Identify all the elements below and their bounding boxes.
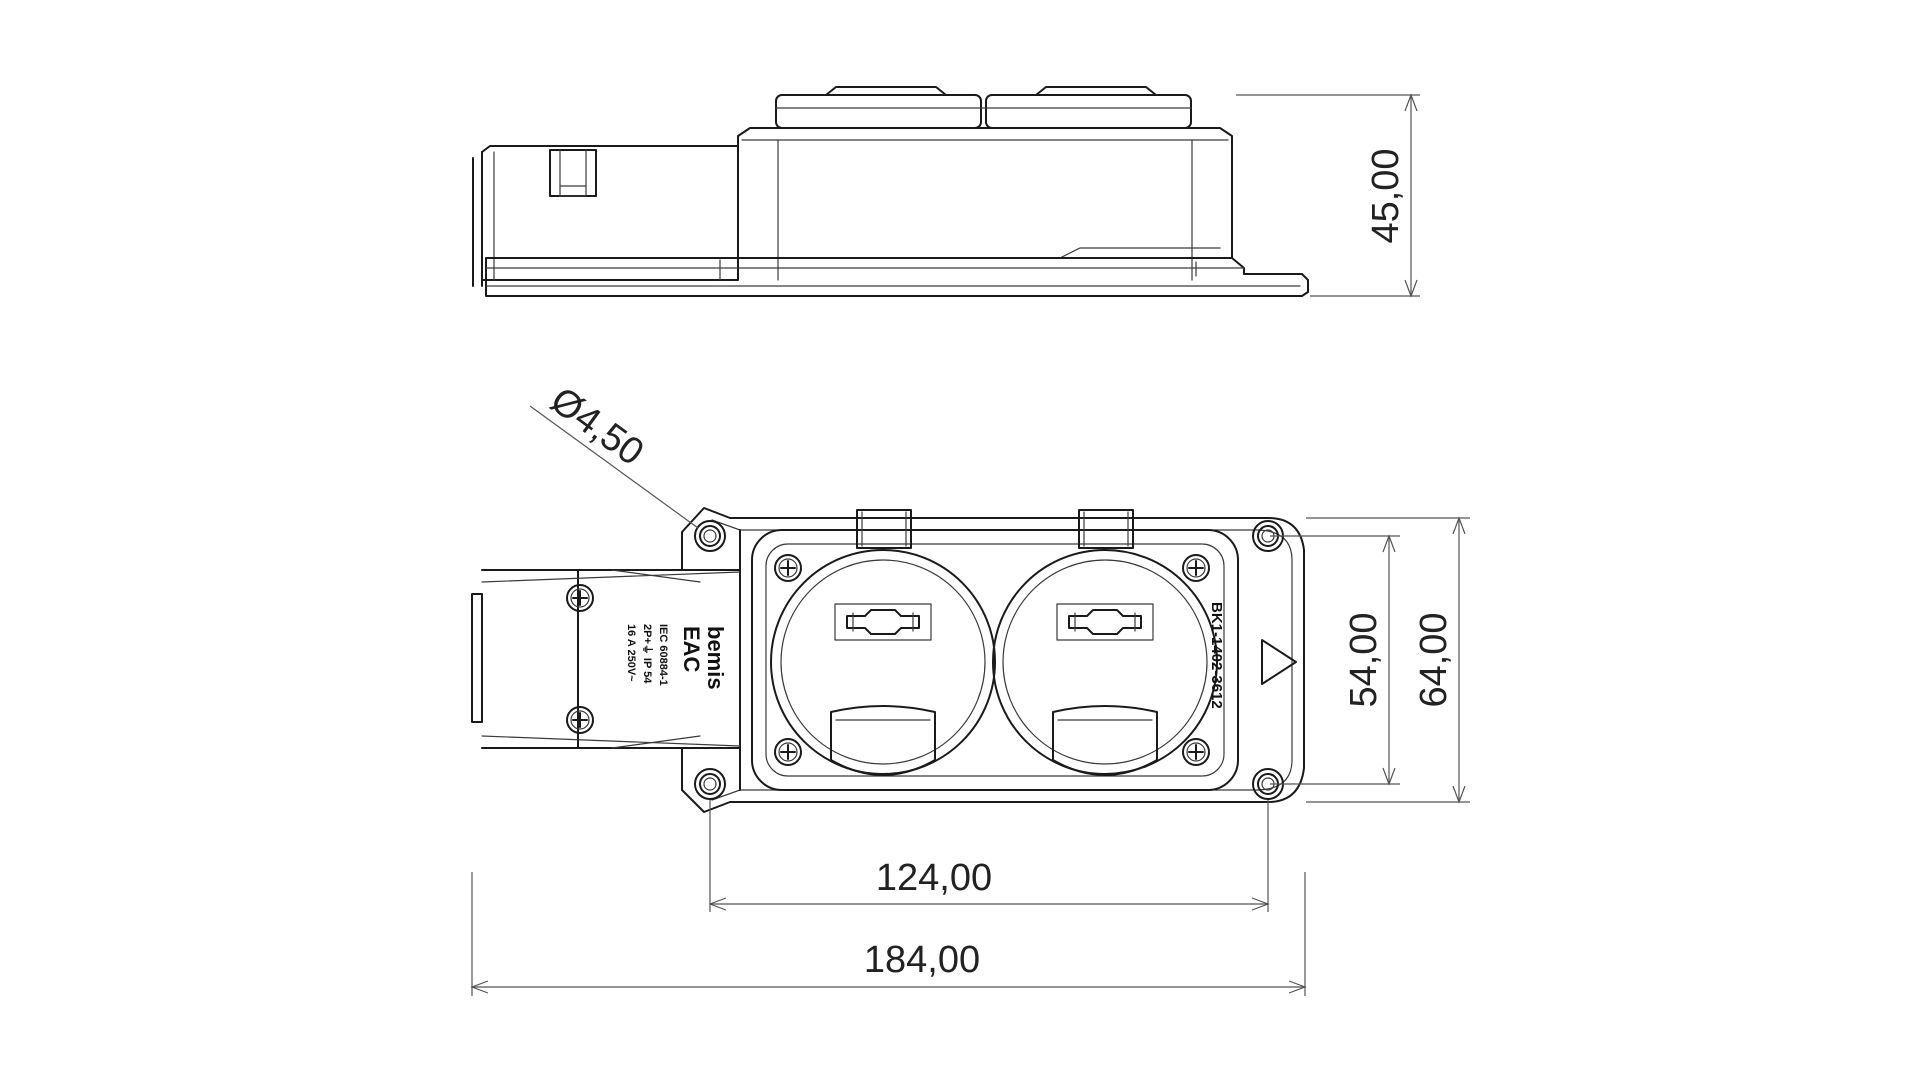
overall-length-value: 184,00 [864, 939, 980, 981]
dimension-height: 45,00 [1236, 93, 1420, 298]
hole-spacing-value: 124,00 [876, 857, 992, 899]
triangle-indicator-icon [1261, 639, 1297, 685]
socket-right [992, 509, 1218, 776]
phillips-screw-icon [566, 706, 594, 734]
phillips-screw-icon [774, 554, 802, 582]
dimension-hole-spacing: 124,00 [708, 800, 1270, 912]
mounting-hole-icon [694, 768, 726, 800]
side-view [472, 86, 1309, 297]
approval-mark: EAC [679, 626, 704, 673]
socket-left [770, 509, 996, 776]
height-value: 45,00 [1365, 148, 1407, 243]
dimension-hole-diameter: Ø4,50 [529, 379, 699, 529]
product-code: BK1-1402-3612 [1208, 602, 1225, 709]
protection-label: 2P+⏚ IP 54 [641, 624, 654, 684]
mounting-hole-icon [694, 520, 726, 552]
top-view: BK1-1402-3612 bemis EAC IEC 60884-1 2P+⏚… [471, 507, 1305, 813]
phillips-screw-icon [566, 584, 594, 612]
phillips-screw-icon [774, 738, 802, 766]
phillips-screw-icon [1182, 554, 1210, 582]
inner-height-value: 54,00 [1343, 612, 1385, 707]
rating-label: 16 A 250V~ [625, 624, 637, 682]
brand-logo: bemis [703, 626, 728, 690]
dimension-overall-length: 184,00 [470, 872, 1307, 996]
outer-height-value: 64,00 [1413, 612, 1455, 707]
standard-label: IEC 60884-1 [657, 624, 669, 686]
dimension-inner-height: 54,00 [1270, 534, 1400, 786]
dimension-outer-height: 64,00 [1306, 516, 1470, 804]
phillips-screw-icon [1182, 738, 1210, 766]
